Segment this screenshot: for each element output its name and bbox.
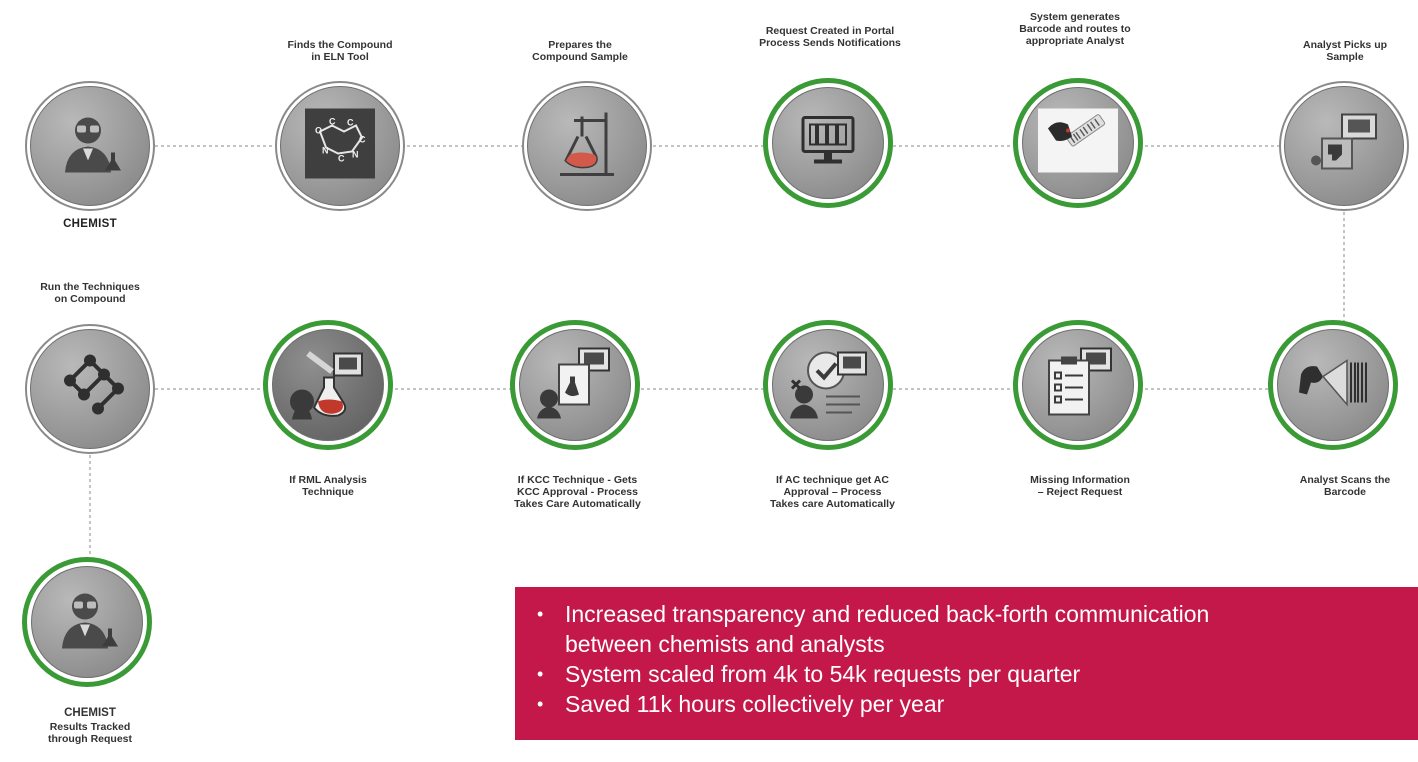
summary-bullet: Saved 11k hours collectively per year [533, 689, 1394, 719]
eln-caption: Finds the Compound in ELN Tool [260, 39, 420, 63]
eln-caption-line: in ELN Tool [311, 51, 369, 63]
ac-node [763, 320, 893, 450]
results-caption-line: Results Tracked [49, 721, 131, 733]
chemist-icon [52, 585, 122, 660]
summary-bullet: Increased transparency and reduced back-… [533, 599, 1394, 629]
request-node [763, 78, 893, 208]
chemist-icon [55, 109, 125, 184]
request-caption-line: Request Created in Portal [765, 25, 895, 37]
barcode-caption-line: Barcode and routes to [1019, 23, 1131, 35]
rml-caption-line: If RML Analysis [289, 474, 367, 486]
barcode-node [1013, 78, 1143, 208]
rml-node [263, 320, 393, 450]
techniques-node [25, 324, 155, 454]
flask-stand-icon [552, 107, 622, 186]
barcode-caption-line: appropriate Analyst [1025, 35, 1125, 47]
svg-text:N: N [322, 146, 329, 156]
checklist-icon [1041, 347, 1115, 424]
pickup-caption-line: Analyst Picks up [1302, 39, 1388, 51]
scan-caption-line: Analyst Scans the [1299, 474, 1391, 486]
kcc-caption-line: Takes Care Automatically [514, 498, 641, 510]
scan-node [1268, 320, 1398, 450]
barcode-scanner-photo-icon [1038, 108, 1118, 178]
svg-text:C: C [338, 154, 345, 164]
techniques-caption-line: on Compound [54, 293, 126, 305]
pickup-caption: Analyst Picks up Sample [1265, 39, 1418, 63]
scan-caption-line: Barcode [1323, 486, 1366, 498]
kcc-caption-line: If KCC Technique - Gets [517, 474, 638, 486]
network-nodes-icon [54, 351, 126, 428]
svg-text:O: O [315, 126, 322, 136]
request-caption-line: Process Sends Notifications [759, 37, 901, 49]
svg-text:C: C [347, 118, 354, 128]
barcode-caption-line: System generates [1030, 11, 1120, 23]
prepare-caption: Prepares the Compound Sample [505, 39, 655, 63]
summary-bullet: System scaled from 4k to 54k requests pe… [533, 659, 1394, 689]
svg-text:C: C [329, 117, 336, 127]
prepare-caption-line: Compound Sample [532, 51, 628, 63]
prepare-node [522, 81, 652, 211]
missing-node [1013, 320, 1143, 450]
techniques-caption-line: Run the Techniques [40, 281, 140, 293]
ac-caption-line: Takes care Automatically [770, 498, 895, 510]
computer-monitor-icon [800, 115, 856, 172]
results-caption: CHEMIST Results Tracked through Request [35, 707, 145, 745]
missing-caption-line: Missing Information [1030, 474, 1130, 486]
eln-caption-line: Finds the Compound [287, 39, 393, 51]
barcode-caption: System generates Barcode and routes to a… [990, 11, 1160, 47]
results-caption-line: through Request [48, 733, 132, 745]
summary-bullet-continuation: between chemists and analysts [565, 631, 885, 657]
scan-caption: Analyst Scans the Barcode [1265, 474, 1418, 498]
summary-box: Increased transparency and reduced back-… [515, 587, 1418, 740]
rml-analysis-icon [288, 346, 368, 425]
ac-caption-line: Approval – Process [783, 486, 882, 498]
techniques-caption: Run the Techniques on Compound [10, 281, 170, 305]
chemist-node [25, 81, 155, 211]
prepare-caption-line: Prepares the [548, 39, 612, 51]
ac-caption: If AC technique get AC Approval – Proces… [745, 474, 920, 510]
rml-caption-line: Technique [302, 486, 354, 498]
ac-caption-line: If AC technique get AC [776, 474, 889, 486]
kcc-approval-icon [535, 347, 615, 424]
missing-caption: Missing Information – Reject Request [1005, 474, 1155, 498]
kcc-node [510, 320, 640, 450]
results-title: CHEMIST [64, 707, 116, 719]
missing-caption-line: – Reject Request [1037, 486, 1123, 498]
chemist-title: CHEMIST [63, 218, 117, 230]
rml-caption: If RML Analysis Technique [258, 474, 398, 498]
approval-user-icon [786, 347, 870, 424]
pickup-caption-line: Sample [1326, 51, 1364, 63]
summary-list: Increased transparency and reduced back-… [533, 599, 1394, 719]
results-chemist-node [22, 557, 152, 687]
barcode-scan-icon [1295, 355, 1371, 416]
pickup-node [1279, 81, 1409, 211]
request-caption: Request Created in Portal Process Sends … [735, 25, 925, 49]
svg-text:C: C [359, 135, 366, 145]
kcc-caption: If KCC Technique - Gets KCC Approval - P… [490, 474, 665, 510]
analyst-pickup-icon [1308, 113, 1380, 180]
kcc-caption-line: KCC Approval - Process [517, 486, 638, 498]
svg-text:N: N [352, 150, 359, 160]
